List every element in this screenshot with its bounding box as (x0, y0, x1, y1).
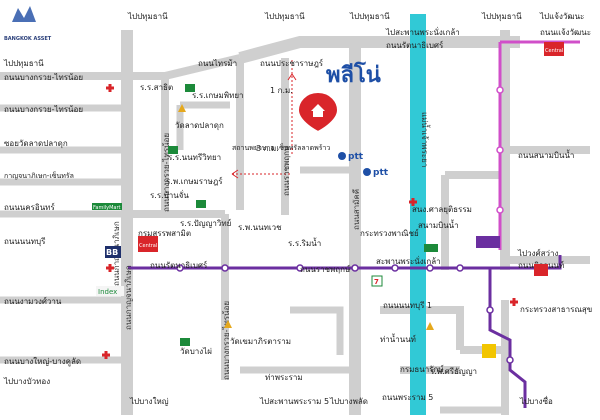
bb-label: BB (106, 248, 118, 257)
place-river-school: ร.ร.ริมน้ำ (288, 237, 321, 248)
label-pracharat: ถนนประชาราษฎร์ (260, 58, 324, 68)
label-sai-ma: ถนนไทรม้า (198, 59, 237, 68)
river-label: แม่น้ำเจ้าพระยา (420, 112, 431, 167)
label-sanambinnam: ถนนสนามบินน้ำ (518, 149, 574, 160)
label-phra-ram5: ไปสะพานพระราม 5 (259, 397, 329, 406)
place-ministry: กระทรวงพาณิชย์ (360, 228, 419, 238)
seven-label: 7 (374, 278, 379, 286)
label-chaengwattana-1: ไปแจ้งวัฒนะ (539, 12, 584, 21)
project-pin-icon[interactable] (296, 90, 340, 134)
developer-name: BANGKOK ASSET (4, 36, 52, 42)
distance-1km: 1 ก.ม. (270, 86, 293, 95)
label-bangkok-nonthaburi: ถนนบางกรวย-ไทรน้อย (162, 133, 171, 212)
central-label-right: Central (545, 48, 563, 54)
road-right-h4 (380, 306, 464, 350)
place-soi-ngam: กรมสรรพสามิต (138, 229, 191, 238)
label-bangsue: ไปบางซื่อ (519, 395, 553, 406)
label-kan-lamlukka: กาญจนาภิเษก-เซ็นทรัล (4, 171, 74, 180)
bb-logo: BB (105, 246, 121, 258)
label-pathum-top-left: ไปปทุมธานี (127, 12, 168, 21)
label-soi-bangyai: ถนนบางใหญ่-บางคูลัด (4, 357, 81, 367)
label-rattanathibet-top: ถนนรัตนาธิเบศร์ (386, 40, 444, 50)
place-nkm: ร.พ.นนทเวช (238, 223, 282, 232)
label-ratchaphruek: ถนนราชพฤกษ์ (300, 264, 350, 274)
place-wat-sai: วัดบางไผ่ (180, 347, 212, 356)
developer-logo: BANGKOK ASSET (4, 2, 52, 42)
index-logo: Index (96, 286, 124, 296)
place-satit: ร.ร.สาธิต (140, 83, 173, 92)
distance-3km: 3 ก.ม. (256, 144, 279, 153)
central-logo-right: Central (544, 42, 564, 56)
place-commerce: ร.พ.ศรีธัญญา (430, 367, 477, 376)
family-mart-label: FamilyMart (93, 205, 121, 211)
ptt-station-a: ptt (338, 152, 364, 162)
purple-line-branch (488, 268, 527, 408)
road-upper-link (164, 54, 241, 80)
index-label: Index (98, 288, 117, 296)
label-wongsawang: ไปวงศ์สว่าง (517, 248, 558, 258)
label-phra-nang-klao: สะพานพระนั่งเกล้า (376, 255, 441, 266)
label-ratchaphruek-v: ถนนราชพฤกษ์ (281, 146, 291, 196)
place-pinklao: กรมธนารักษ์ (400, 364, 444, 374)
seven-eleven-icon: 7 (371, 275, 383, 287)
place-public-health: กระทรวงสาธารณสุข (520, 305, 592, 314)
label-wat-lad-pla-duk: ซอยวัดลาดปลาดุก (4, 139, 68, 148)
label-rattanathibet: ถนนรัตนาธิเบศร์ (150, 260, 208, 270)
logo-mark-icon (12, 6, 36, 22)
label-bangbuathong: ไปบางบัวทอง (3, 377, 50, 386)
central-logo-left: Central (138, 236, 158, 252)
place-govt: สนง.ศาลยุติธรรม (412, 205, 472, 214)
ptt-station-b: ptt (363, 168, 389, 178)
label-nakhon-in: ถนนนครอินทร์ (4, 202, 55, 212)
label-nonsai: ถนนนนทบุรี (4, 237, 46, 246)
label-pathum-top-mid: ไปปทุมธานี (264, 12, 305, 21)
label-pathum-mid2: ไปปทุมธานี (349, 12, 390, 21)
label-phrasri: ถนนพระราม 5 (382, 393, 433, 402)
place-nonthaburi-pier: ท่าน้ำนนท์ (380, 333, 416, 344)
distance-arrow-icon (287, 73, 297, 81)
label-nonthaburi1: ถนนนนทบุรี 1 (383, 301, 432, 310)
place-rbd: ร.ร.บ้านจั่น (150, 189, 189, 200)
project-title: พลีโน่ (326, 61, 381, 88)
label-chaengwattana-2: ถนนแจ้งวัฒนะ (540, 28, 591, 37)
label-bangbon: ไปบางพลัด (329, 397, 368, 406)
label-pathum-left: ไปปทุมธานี (3, 59, 44, 68)
purple-line (128, 255, 562, 270)
mall-icon-right (476, 236, 548, 358)
place-sombat: สถานพยาบาล เซ็นทรัลลาดพร้าว (232, 143, 330, 152)
place-wat-lat: วัดลาดปลาดุก (175, 121, 224, 130)
label-bangyai: ไปบางใหญ่ (129, 397, 169, 406)
label-prachaphawana: ไปสะพานพระนั่งเกล้า (385, 26, 460, 37)
place-sanambin: สนามบินน้ำ (418, 219, 459, 230)
temple-icons (178, 104, 434, 330)
label-kanchanaphisek: ถนนกาญจนาภิเษก (124, 265, 133, 330)
label-bangkhruai-left: ถนนบางกรวย-ไทรน้อย (4, 105, 83, 114)
label-ngamwongwan: ถนนงามวงศ์วาน (4, 296, 62, 306)
place-wat-khema: วัดเขมาภิรตาราม (230, 337, 291, 346)
rail-stations (176, 86, 514, 364)
label-soi-mid: ถนนบางกรวย-ไทรน้อย (222, 301, 231, 380)
place-ryu: ร.ร.นนทรีวิทยา (168, 153, 221, 162)
hospital-cross-icons (102, 84, 518, 359)
place-panya: ร.ร.ปัญญาวิทย์ (180, 218, 231, 228)
label-pathum-top-right: ไปปทุมธานี (481, 12, 522, 21)
central-label-left: Central (139, 243, 157, 249)
ptt-label-a: ptt (348, 152, 364, 162)
label-bangkruai-sainoi: ถนนบางกรวย-ไทรน้อย (4, 73, 83, 82)
family-mart-logo: FamilyMart (92, 203, 122, 211)
road-top (238, 36, 520, 64)
label-khlong-prapa: ถนนสามัคคี (352, 189, 361, 230)
road-network (0, 30, 590, 415)
place-kasem: ร.ร.เกษมพิทยา (192, 91, 244, 100)
ptt-label-b: ptt (373, 168, 389, 178)
place-phrasri-pier: ท่าพระราม (265, 373, 303, 382)
distance-arrow-left-icon (231, 169, 239, 179)
place-hosp: ร.พ.เกษมราษฎร์ (166, 176, 223, 186)
school-icons (168, 84, 438, 346)
road-center-h2 (290, 306, 344, 355)
